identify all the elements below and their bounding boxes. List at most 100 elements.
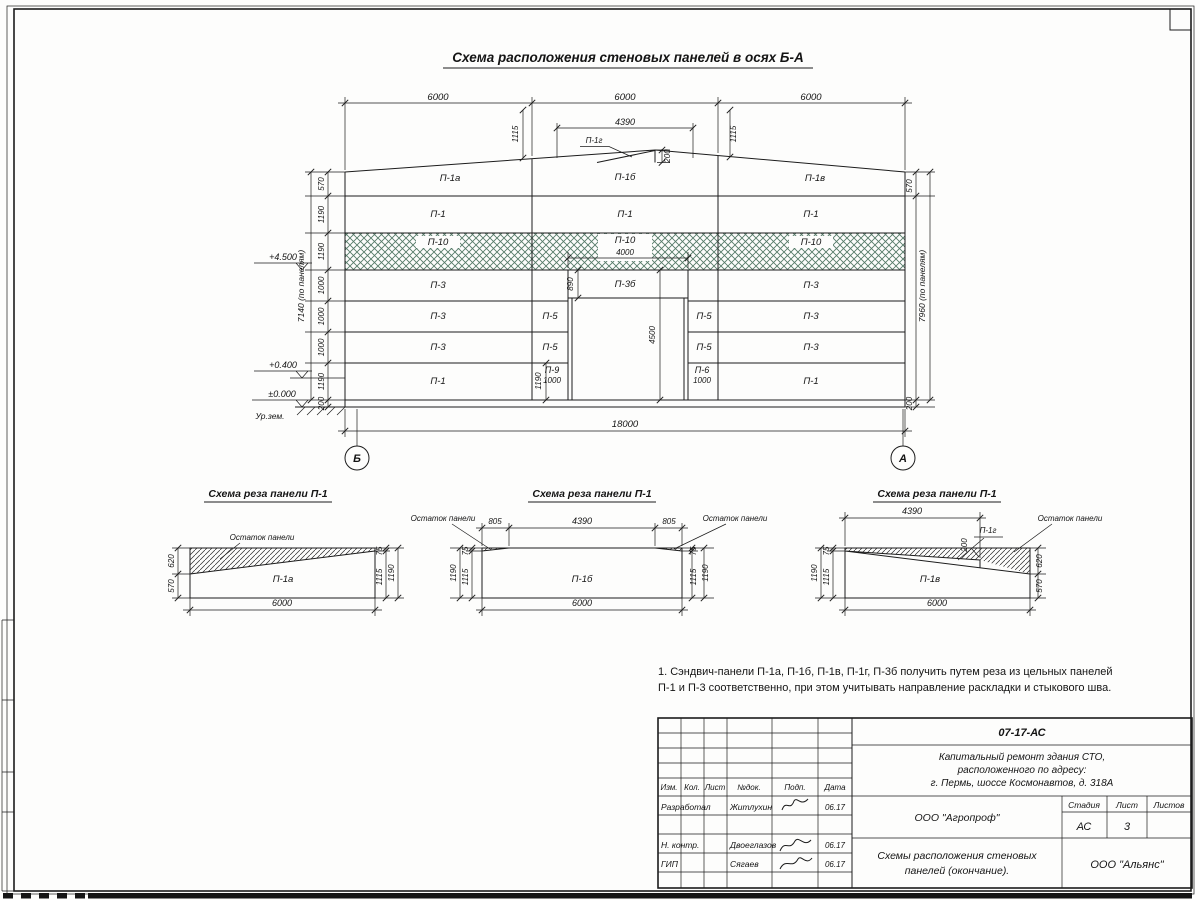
- dim-label: 1115: [689, 568, 698, 585]
- axis-bubble-right: [890, 445, 916, 471]
- dimension-lines-path: [450, 523, 727, 616]
- design-org: ООО "Агропроф": [915, 812, 1001, 824]
- dim-label: 1190: [449, 564, 458, 582]
- remnant-label: Остаток панели: [230, 533, 295, 542]
- doc-code: 07-17-АС: [998, 727, 1046, 739]
- panel-label: П-1в: [920, 574, 940, 585]
- building-outline-path: [295, 149, 906, 408]
- panel-label: П-1: [430, 376, 445, 387]
- customer-org: ООО "Альянс": [1090, 859, 1164, 871]
- dim-label: 18000: [612, 419, 639, 430]
- dim-label: 1000: [693, 376, 711, 385]
- dim-label: 4000: [616, 248, 634, 257]
- remnant-label: Остаток панели: [703, 514, 768, 523]
- corner-field: [1169, 8, 1192, 31]
- dim-label: 570: [317, 177, 326, 191]
- signer-date: 06.17: [825, 803, 846, 812]
- signer-date: 06.17: [825, 860, 846, 869]
- dim-label: 4500: [648, 326, 657, 344]
- panel-label: П-10: [428, 237, 449, 248]
- dim-label: 1190: [534, 372, 543, 390]
- dim-label: 6000: [427, 92, 449, 103]
- dim-label: 6000: [800, 92, 822, 103]
- sheets-header: Листов: [1153, 800, 1186, 810]
- panel-label: П-3: [803, 280, 819, 291]
- dim-label: 200: [663, 149, 672, 164]
- note-text: П-1 и П-3 соответственно, при этом учиты…: [658, 682, 1111, 694]
- dim-label: 7140 (по панелям): [296, 250, 306, 323]
- panel-label: П-5: [696, 342, 712, 353]
- dim-label: 1115: [375, 568, 384, 585]
- panel-label: П-10: [615, 235, 636, 246]
- dim-label: 620: [1035, 554, 1044, 568]
- column-header: №док.: [737, 783, 761, 792]
- dim-label: 6000: [272, 598, 292, 608]
- sheet-header: Лист: [1115, 800, 1138, 810]
- dim-label: 1000: [543, 376, 561, 385]
- margin-stamp-boxes: [1, 619, 14, 892]
- signer-name: Житлухин: [729, 802, 772, 812]
- dim-label: 1000: [317, 338, 326, 356]
- ground-label: Ур.зем.: [254, 411, 284, 421]
- dim-label: 200: [960, 538, 969, 553]
- dim-label: 1115: [461, 568, 470, 585]
- dim-label: 890: [566, 277, 575, 291]
- sheet-number: 3: [1124, 821, 1131, 833]
- title-block-grid: [658, 718, 1192, 888]
- label-mask: [789, 236, 833, 248]
- panel-label: П-10: [801, 237, 822, 248]
- project-name: г. Пермь, шоссе Космонавтов, д. 318А: [931, 778, 1114, 789]
- fold-strip: [88, 893, 1192, 899]
- stage-header: Стадия: [1068, 800, 1100, 810]
- dim-label: 1115: [822, 568, 831, 585]
- signature-icon: [781, 798, 809, 811]
- panel-label: П-1б: [572, 574, 593, 585]
- project-name: расположенного по адресу:: [957, 765, 1087, 776]
- panel-label: П-1г: [586, 136, 603, 145]
- panel-label: П-9: [545, 365, 560, 375]
- dim-label: 6000: [927, 598, 947, 608]
- dim-label: 1190: [317, 205, 326, 223]
- signer-role: ГИП: [661, 859, 679, 869]
- panel-labels: П-1а П-1б П-1в П-1г П-1 П-1 П-1 П-10 П-1…: [428, 136, 825, 387]
- scheme-title: Схема реза панели П-1: [208, 488, 327, 500]
- panel-label: П-1г: [980, 526, 997, 535]
- signer-role: Разработал: [661, 802, 711, 812]
- dim-label: 805: [662, 517, 676, 526]
- dim-label: 75: [375, 546, 384, 555]
- panel-label: П-1в: [805, 173, 825, 184]
- dim-label: 1000: [317, 276, 326, 294]
- dim-label: 6000: [614, 92, 636, 103]
- dim-label: 1190: [701, 564, 710, 582]
- panel-label: П-1а: [273, 574, 294, 585]
- axis-bubble-left: [344, 445, 370, 471]
- panel-label: П-3б: [615, 279, 636, 290]
- remnant-hatch: [190, 548, 375, 574]
- panel-outline-path: [481, 547, 683, 599]
- dim-label: 75: [461, 546, 470, 555]
- note-text: 1. Сэндвич-панели П-1а, П-1б, П-1в, П-1г…: [658, 666, 1113, 678]
- dim-label: 4390: [572, 516, 592, 526]
- note: 1. Сэндвич-панели П-1а, П-1б, П-1в, П-1г…: [658, 666, 1113, 694]
- project-name: Капитальный ремонт здания СТО,: [939, 752, 1105, 763]
- cut-scheme-3: Схема реза панели П-1 4390 200 П-1г Оста…: [810, 488, 1103, 616]
- panel-label: П-1: [617, 209, 632, 220]
- sheet-title: Схема расположения стеновых панелей в ос…: [452, 50, 803, 65]
- signer-name: Сягаев: [730, 859, 759, 869]
- dim-label: 1190: [387, 564, 396, 582]
- dim-label: 4390: [902, 506, 922, 516]
- column-header: Кол.: [684, 783, 700, 792]
- dim-label: 1115: [729, 125, 738, 142]
- main-elevation: Схема расположения стеновых панелей в ос…: [252, 50, 935, 471]
- title-block-border: [657, 717, 1193, 889]
- panel-label: П-6: [695, 365, 710, 375]
- dim-label: 1190: [317, 372, 326, 390]
- panel-label: П-3: [430, 280, 446, 291]
- elevation-label: +4.500: [269, 252, 297, 262]
- remnant-label: Остаток панели: [411, 514, 476, 523]
- inner-frame: [13, 8, 1192, 892]
- column-header: Подп.: [784, 783, 805, 792]
- dim-label: 6000: [572, 598, 592, 608]
- signer-role: Н. контр.: [661, 840, 699, 850]
- dim-label: 200: [905, 396, 914, 411]
